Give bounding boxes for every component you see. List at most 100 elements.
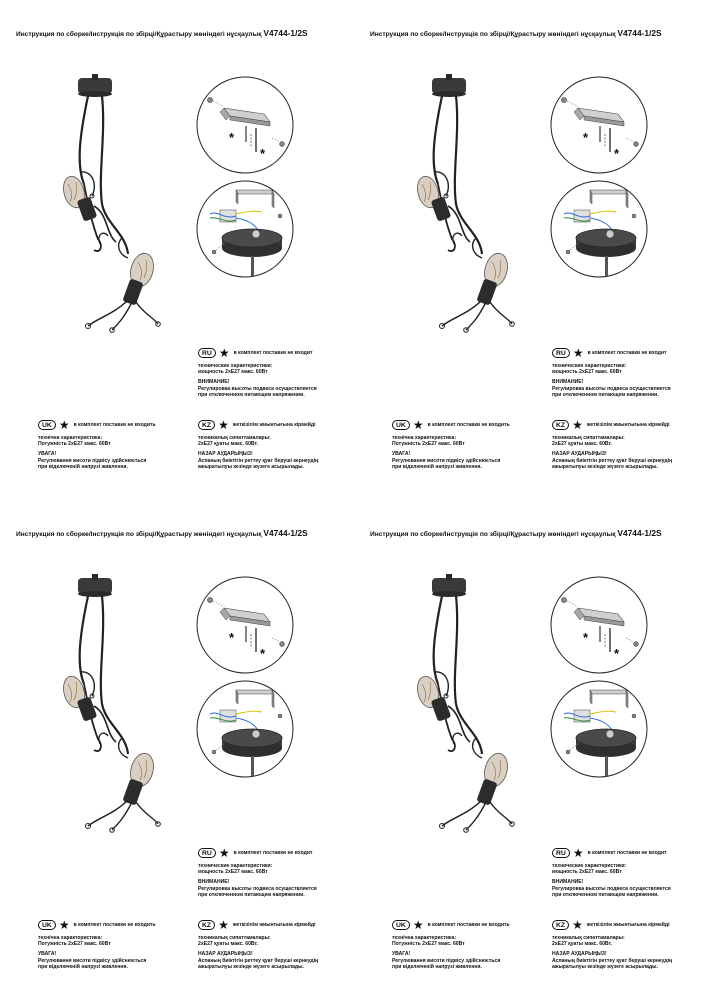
warning-text: ажыратылуы кезінде жүзеге асырылады. bbox=[552, 963, 658, 970]
not-included-note: в комплект поставки не входит bbox=[233, 349, 313, 356]
warning-text: ажыратылуы кезінде жүзеге асырылады. bbox=[198, 963, 304, 970]
warning-title: ВНИМАНИЕ! bbox=[552, 379, 584, 386]
warning-text: Аспаның биіктігін реттеу қуат беруші кер… bbox=[198, 457, 319, 464]
language-badge-ru: RU bbox=[552, 348, 570, 358]
warning-title: УВАГА! bbox=[392, 451, 411, 458]
warning-text: Регулювання висоти підвісу здійснюється bbox=[38, 457, 147, 464]
not-included-note: жеткізілім жиынтығына кірмейді bbox=[586, 921, 670, 928]
asterisk-icon: ★ bbox=[218, 917, 229, 932]
asterisk-icon: ★ bbox=[58, 917, 70, 932]
power-spec: 2xE27 қуаты макс. 60Вт. bbox=[198, 441, 258, 448]
asterisk-icon: ★ bbox=[58, 417, 70, 432]
warning-text: при відключеній напрузі живлення. bbox=[392, 463, 482, 470]
asterisk-icon: * bbox=[614, 646, 620, 661]
power-spec: мощность 2xE27 макс. 60Вт bbox=[198, 369, 268, 376]
pendant-lamp-illustration bbox=[417, 74, 515, 333]
warning-title: ВНИМАНИЕ! bbox=[552, 879, 584, 886]
asterisk-icon: * bbox=[583, 630, 589, 645]
warning-text: ажыратылуы кезінде жүзеге асырылады. bbox=[198, 463, 304, 470]
warning-title: НАЗАР АУДАРЫҢЫЗ! bbox=[552, 451, 607, 458]
instruction-title: Инструкция по сборке/Інструкція по збірц… bbox=[370, 528, 662, 538]
not-included-note: жеткізілім жиынтығына кірмейді bbox=[232, 421, 316, 428]
spec-header: технічна характеристика: bbox=[392, 435, 457, 441]
asterisk-icon: * bbox=[260, 146, 266, 161]
asterisk-icon: * bbox=[260, 646, 266, 661]
not-included-note: в комплект поставки не входить bbox=[73, 921, 156, 928]
asterisk-icon: ★ bbox=[412, 417, 424, 432]
warning-text: при отключенном питающем напряжении. bbox=[552, 891, 659, 898]
asterisk-icon: ★ bbox=[572, 417, 583, 432]
warning-title: НАЗАР АУДАРЫҢЫЗ! bbox=[198, 951, 253, 958]
spec-header: техникалық сипаттамалары: bbox=[552, 935, 625, 941]
warning-title: ВНИМАНИЕ! bbox=[198, 379, 230, 386]
spec-header: техникалық сипаттамалары: bbox=[198, 935, 271, 941]
asterisk-icon: * bbox=[583, 130, 589, 145]
warning-text: Аспаның биіктігін реттеу қуат беруші кер… bbox=[552, 457, 673, 464]
warning-title: УВАГА! bbox=[38, 951, 57, 958]
warning-text: при отключенном питающем напряжении. bbox=[552, 391, 659, 398]
asterisk-icon: ★ bbox=[412, 917, 424, 932]
asterisk-icon: ★ bbox=[572, 917, 583, 932]
language-badge-uk: UK bbox=[38, 920, 56, 930]
not-included-note: в комплект поставки не входит bbox=[587, 349, 667, 356]
not-included-note: в комплект поставки не входить bbox=[73, 421, 156, 428]
power-spec: мощность 2xE27 макс. 60Вт bbox=[198, 869, 268, 876]
kz-info-block: KZ ★ жеткізілім жиынтығына кірмейді техн… bbox=[552, 917, 702, 970]
not-included-note: в комплект поставки не входит bbox=[587, 849, 667, 856]
language-badge-kz: KZ bbox=[552, 420, 570, 430]
ru-info-block: RU ★ в комплект поставки не входит техни… bbox=[198, 345, 348, 398]
asterisk-icon: * bbox=[229, 130, 235, 145]
power-spec: 2xE27 қуаты макс. 60Вт. bbox=[198, 941, 258, 948]
kz-info-block: KZ ★ жеткізілім жиынтығына кірмейді техн… bbox=[198, 917, 348, 970]
asterisk-icon: * bbox=[614, 146, 620, 161]
pendant-lamp-illustration bbox=[63, 74, 161, 333]
language-badge-ru: RU bbox=[198, 348, 216, 358]
language-badge-uk: UK bbox=[38, 420, 56, 430]
warning-title: УВАГА! bbox=[392, 951, 411, 958]
language-badge-kz: KZ bbox=[552, 920, 570, 930]
power-spec: Потужність 2xE27 макс. 60Вт bbox=[392, 441, 465, 448]
warning-text: при відключеній напрузі живлення. bbox=[38, 963, 128, 970]
warning-text: Регулировка высоты подвеса осуществляетс… bbox=[198, 385, 317, 392]
model-number: V4744-1/2S bbox=[263, 28, 308, 38]
spec-header: технічна характеристика: bbox=[392, 935, 457, 941]
power-spec: мощность 2xE27 макс. 60Вт bbox=[552, 869, 622, 876]
spec-header: техникалық сипаттамалары: bbox=[198, 435, 271, 441]
warning-text: Регулювання висоти підвісу здійснюється bbox=[392, 457, 501, 464]
language-badge-kz: KZ bbox=[198, 920, 216, 930]
warning-text: Регулировка высоты подвеса осуществляетс… bbox=[198, 885, 317, 892]
language-badge-uk: UK bbox=[392, 920, 410, 930]
mounting-bracket-illustration: * * bbox=[550, 576, 648, 674]
instruction-title: Инструкция по сборке/Інструкція по збірц… bbox=[16, 28, 308, 38]
warning-text: Регулювання висоти підвісу здійснюється bbox=[38, 957, 147, 964]
uk-info-block: UK ★ в комплект поставки не входить техн… bbox=[38, 417, 188, 470]
wiring-illustration bbox=[550, 180, 648, 278]
asterisk-icon: ★ bbox=[218, 345, 230, 360]
pendant-lamp-illustration bbox=[63, 574, 161, 833]
wiring-illustration bbox=[196, 180, 294, 278]
spec-header: технические характеристики: bbox=[198, 863, 273, 869]
asterisk-icon: ★ bbox=[572, 845, 584, 860]
wiring-illustration bbox=[196, 680, 294, 778]
mounting-bracket-illustration: * * bbox=[196, 76, 294, 174]
spec-header: технические характеристики: bbox=[552, 363, 627, 369]
warning-title: ВНИМАНИЕ! bbox=[198, 879, 230, 886]
warning-text: Аспаның биіктігін реттеу қуат беруші кер… bbox=[552, 957, 673, 964]
asterisk-icon: ★ bbox=[218, 845, 230, 860]
instruction-panel-top-right: Инструкция по сборке/Інструкція по збірц… bbox=[354, 0, 707, 500]
warning-text: Регулювання висоти підвісу здійснюється bbox=[392, 957, 501, 964]
asterisk-icon: ★ bbox=[218, 417, 229, 432]
instruction-panel-top-left: Инструкция по сборке/Інструкція по збірц… bbox=[0, 0, 353, 500]
instruction-panel-bottom-left: Инструкция по сборке/Інструкція по збірц… bbox=[0, 500, 353, 1000]
spec-header: техникалық сипаттамалары: bbox=[552, 435, 625, 441]
not-included-note: в комплект поставки не входит bbox=[233, 849, 313, 856]
warning-text: Регулировка высоты подвеса осуществляетс… bbox=[552, 885, 671, 892]
warning-text: при відключеній напрузі живлення. bbox=[38, 463, 128, 470]
mounting-bracket-illustration: * * bbox=[550, 76, 648, 174]
language-badge-kz: KZ bbox=[198, 420, 216, 430]
kz-info-block: KZ ★ жеткізілім жиынтығына кірмейді техн… bbox=[198, 417, 348, 470]
spec-header: технічна характеристика: bbox=[38, 435, 103, 441]
not-included-note: жеткізілім жиынтығына кірмейді bbox=[232, 921, 316, 928]
ru-info-block: RU ★ в комплект поставки не входит техни… bbox=[198, 845, 348, 898]
model-number: V4744-1/2S bbox=[263, 528, 308, 538]
